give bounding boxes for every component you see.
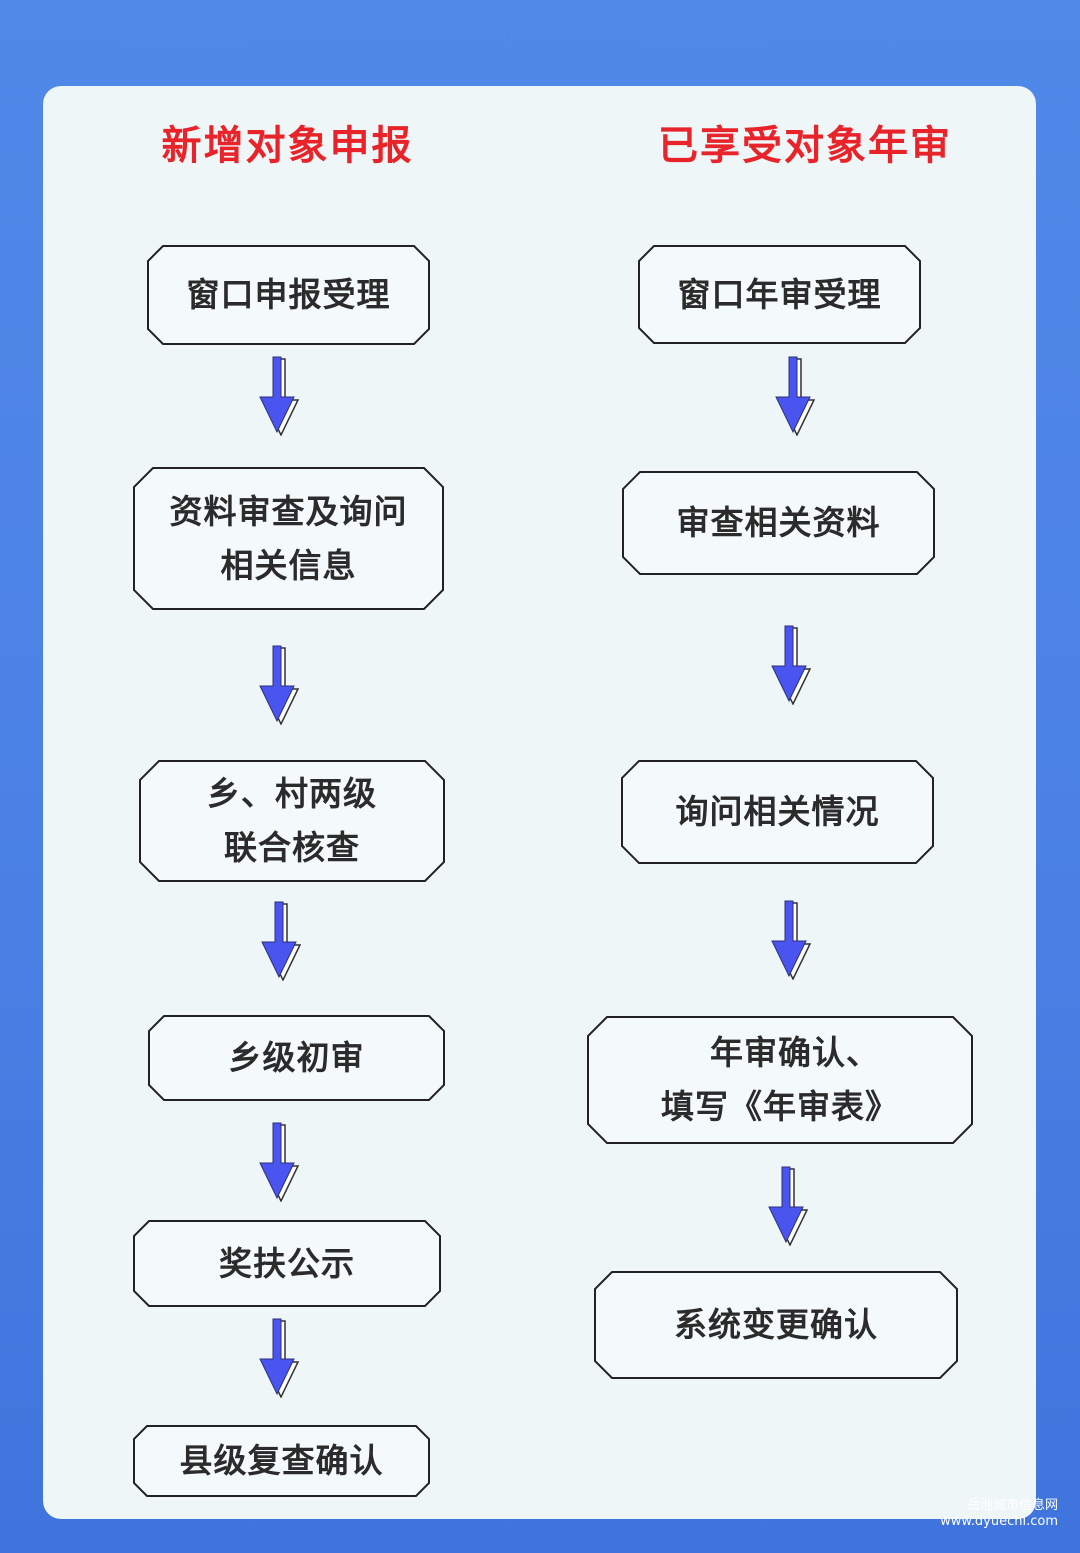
- left-step-3: 乡、村两级 联合核查: [139, 760, 445, 882]
- left-step-3-line1: 乡、村两级: [207, 774, 377, 813]
- left-step-2-line2: 相关信息: [220, 545, 357, 585]
- right-step-2: 审查相关资料: [622, 471, 935, 575]
- down-arrow-icon: [775, 356, 816, 436]
- watermark-url: www.dyuechi.com: [940, 1514, 1058, 1529]
- right-column-title: 已享受对象年审: [658, 123, 952, 169]
- right-step-5: 系统变更确认: [594, 1271, 958, 1379]
- right-step-4-line2: 填写《年审表》: [661, 1087, 899, 1126]
- watermark-site-name: 岳池城市信息网: [966, 1498, 1058, 1513]
- right-step-2-line1: 审查相关资料: [676, 503, 881, 542]
- left-step-5-line1: 奖扶公示: [219, 1243, 355, 1283]
- left-step-2: 资料审查及询问 相关信息: [133, 467, 444, 610]
- right-step-1: 窗口年审受理: [638, 245, 921, 344]
- left-step-1: 窗口申报受理: [147, 245, 430, 345]
- down-arrow-icon: [768, 1166, 809, 1246]
- left-step-1-line1: 窗口申报受理: [186, 275, 391, 314]
- right-step-3-line1: 询问相关情况: [675, 792, 880, 831]
- left-step-3-line2: 联合核查: [224, 828, 360, 867]
- down-arrow-icon: [259, 1122, 300, 1202]
- left-step-4-line1: 乡级初审: [228, 1038, 365, 1077]
- left-step-2-line1: 资料审查及询问: [169, 491, 408, 531]
- down-arrow-icon: [771, 625, 812, 705]
- left-step-6-line1: 县级复查确认: [179, 1441, 384, 1480]
- right-step-3: 询问相关情况: [621, 760, 934, 864]
- watermark: 岳池城市信息网 www.dyuechi.com: [940, 1498, 1058, 1530]
- down-arrow-icon: [259, 1318, 300, 1398]
- left-step-6: 县级复查确认: [133, 1425, 430, 1497]
- down-arrow-icon: [261, 901, 302, 981]
- right-step-4: 年审确认、 填写《年审表》: [587, 1016, 973, 1144]
- left-step-5: 奖扶公示: [133, 1220, 441, 1307]
- down-arrow-icon: [259, 356, 300, 436]
- left-column-title: 新增对象申报: [161, 123, 414, 169]
- right-step-5-line1: 系统变更确认: [674, 1305, 878, 1344]
- down-arrow-icon: [259, 645, 300, 725]
- right-step-1-line1: 窗口年审受理: [677, 274, 882, 314]
- down-arrow-icon: [771, 900, 812, 980]
- left-step-4: 乡级初审: [148, 1015, 445, 1101]
- right-step-4-line1: 年审确认、: [710, 1033, 880, 1072]
